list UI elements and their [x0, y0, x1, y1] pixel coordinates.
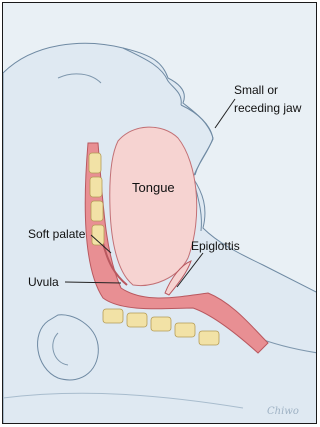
jaw-label-line2: receding jaw	[234, 101, 301, 115]
illustration-frame: Tongue Soft palate Uvula Epiglottis Smal…	[2, 2, 317, 424]
soft-palate-label: Soft palate	[28, 227, 85, 241]
tongue-label: Tongue	[132, 181, 175, 195]
epiglottis-label: Epiglottis	[191, 239, 240, 253]
uvula-label: Uvula	[28, 275, 59, 289]
jaw-label-line1: Small or	[234, 83, 278, 97]
tongue-shape	[110, 127, 197, 285]
artist-signature: Chiwo	[267, 406, 299, 417]
airway-anatomy-illustration	[3, 3, 317, 424]
